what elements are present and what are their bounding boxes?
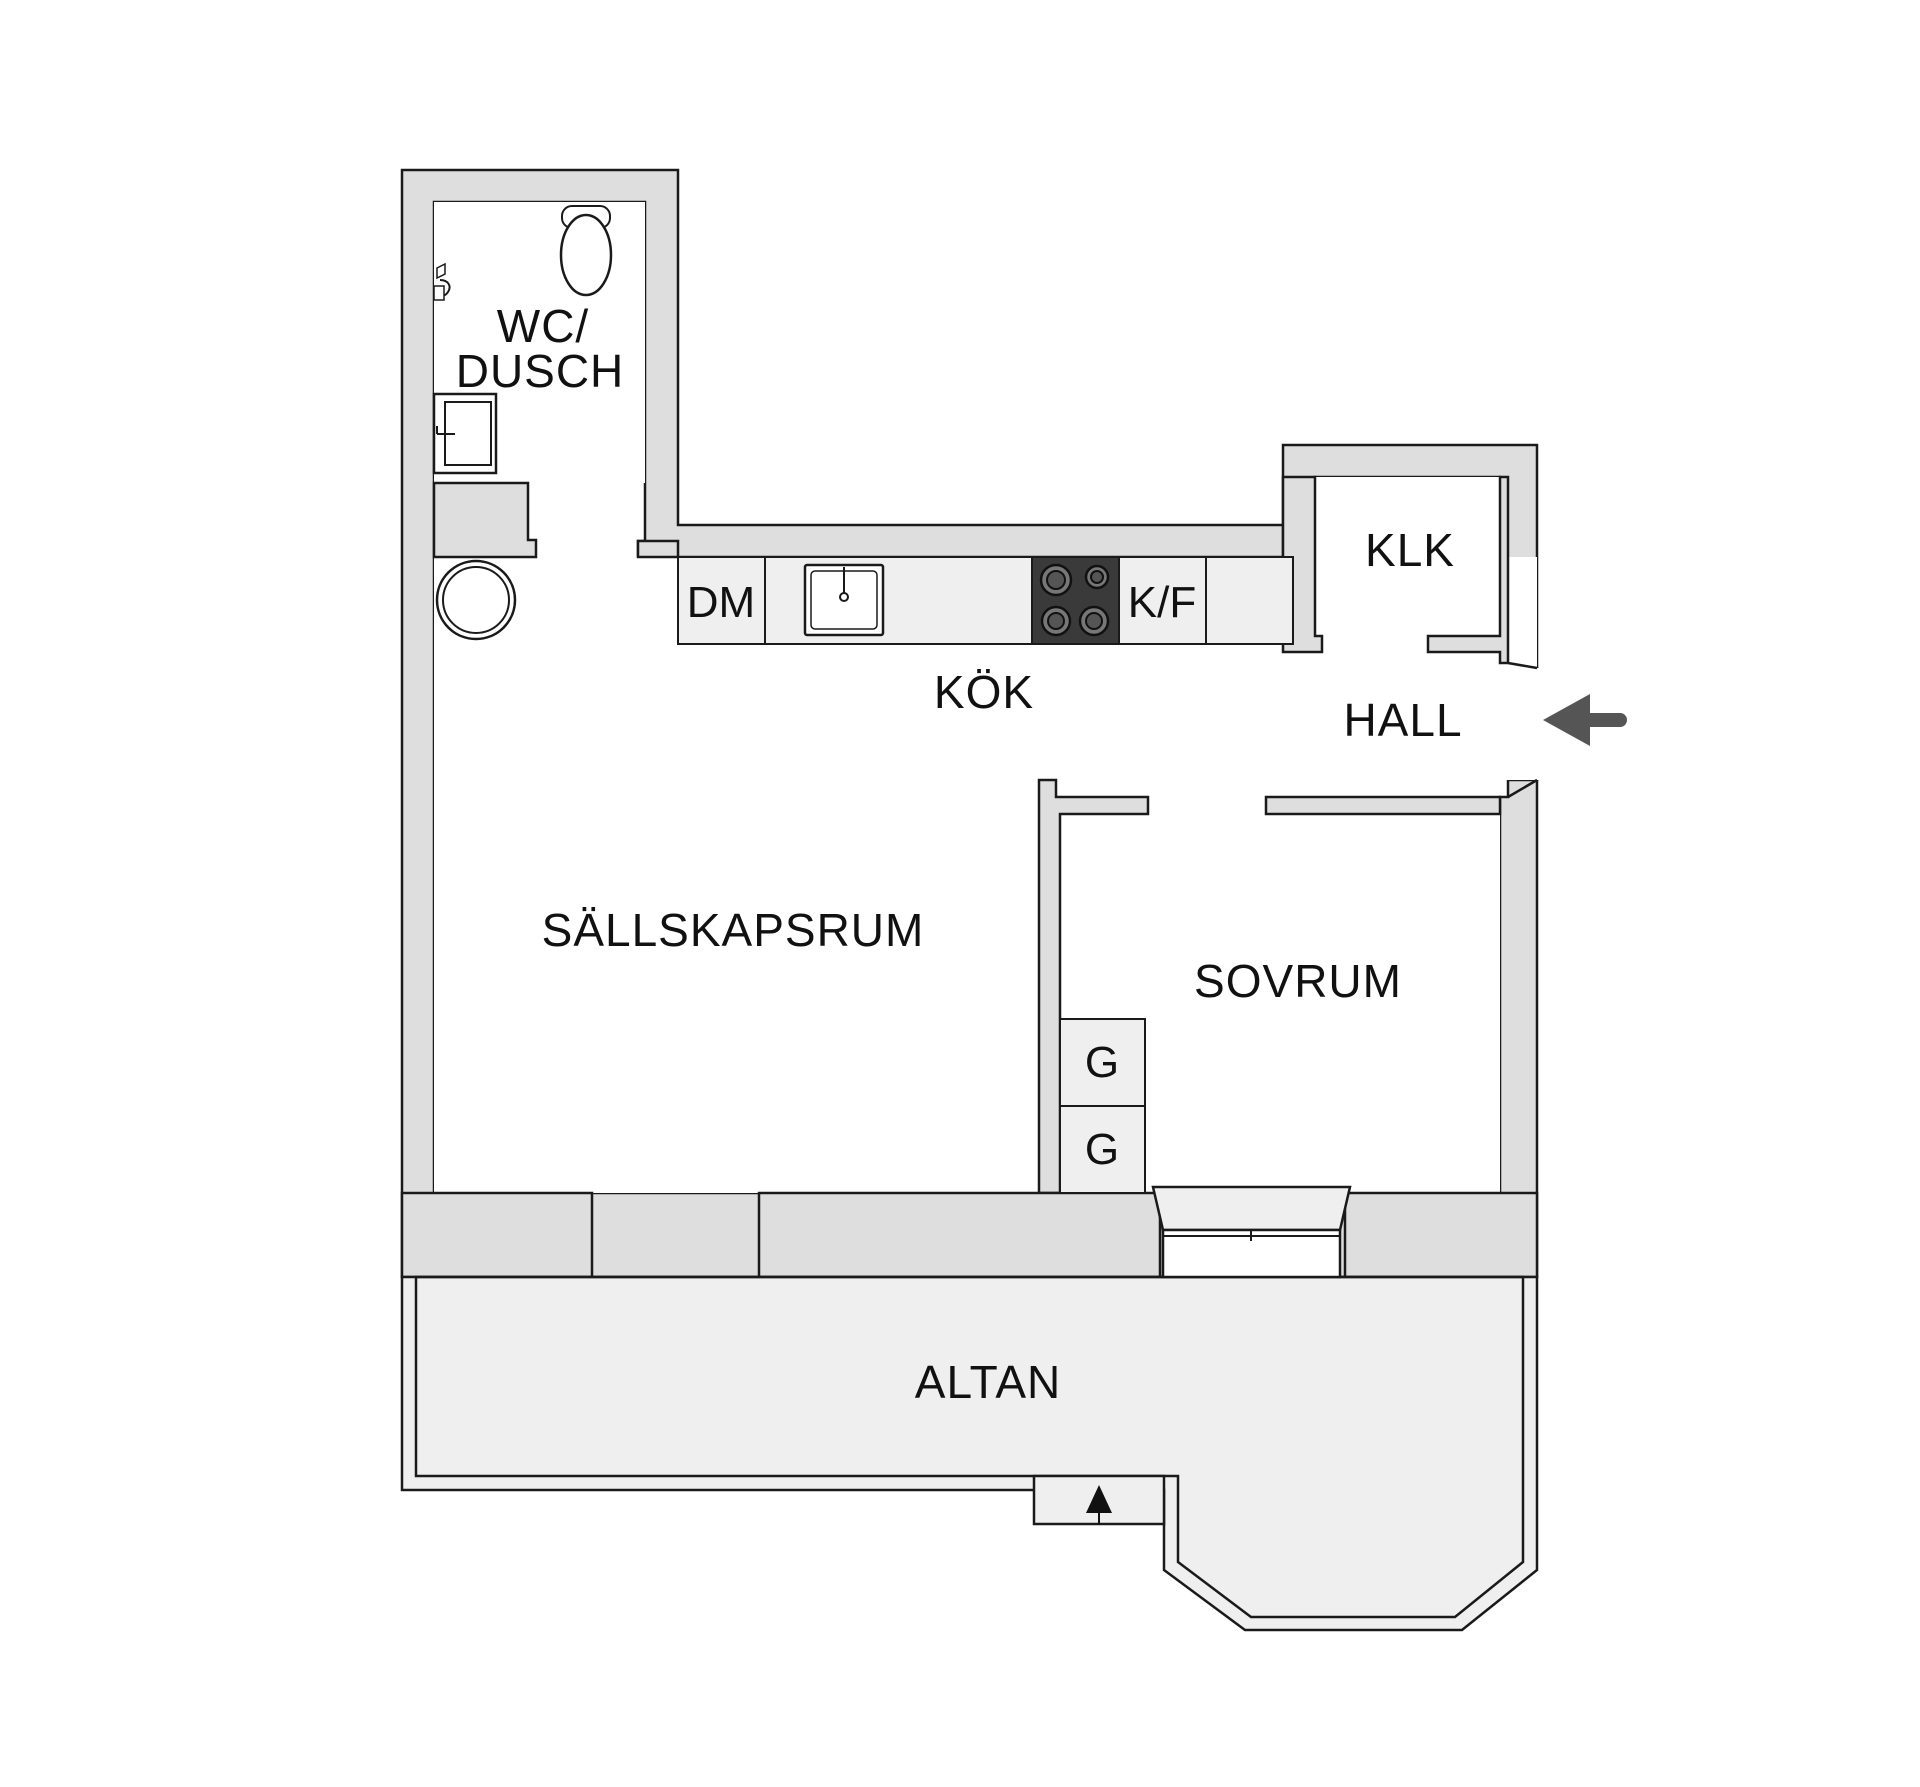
stove-icon: [1031, 556, 1120, 645]
washbasin-icon: [432, 392, 498, 475]
interior-walls: [400, 475, 1539, 1279]
toilet-icon: [559, 205, 613, 297]
kok-label: KÖK: [934, 666, 1034, 718]
entrance-arrow-icon: [1543, 694, 1627, 746]
round-table-icon: [435, 559, 517, 641]
wardrobe-label-1: G: [1085, 1038, 1119, 1087]
hall-label: HALL: [1343, 694, 1462, 746]
window-bench-icon: [1151, 1185, 1352, 1279]
kitchen-counter: DM K/F: [677, 556, 1294, 645]
wardrobes: G G: [1059, 1018, 1146, 1194]
kf-label: K/F: [1128, 578, 1196, 627]
sallskapsrum-label: SÄLLSKAPSRUM: [542, 904, 925, 956]
wc-label-line2: DUSCH: [456, 345, 625, 397]
shower-icon: [433, 262, 451, 301]
klk-label: KLK: [1365, 524, 1455, 576]
sovrum-label: SOVRUM: [1194, 955, 1402, 1007]
terrace: [400, 1275, 1539, 1632]
wardrobe-label-2: G: [1085, 1125, 1119, 1174]
room-labels: WC/ DUSCH KLK KÖK HALL SÄLLSKAPSRUM SOVR…: [456, 300, 1462, 1408]
sink-icon: [803, 563, 885, 637]
altan-label: ALTAN: [915, 1356, 1061, 1408]
terrace-entry-arrow-icon: [1086, 1485, 1112, 1524]
wc-label-line1: WC/: [497, 300, 589, 352]
dm-label: DM: [687, 578, 755, 627]
